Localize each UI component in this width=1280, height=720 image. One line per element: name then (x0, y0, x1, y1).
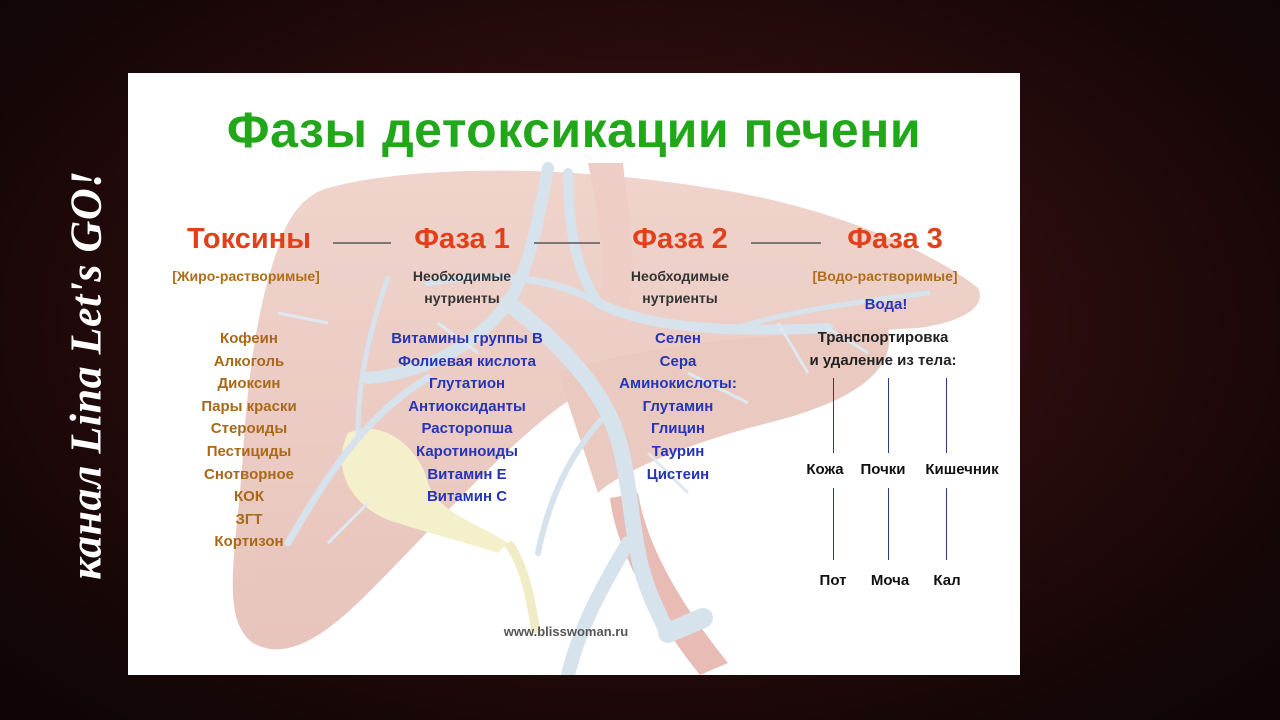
water-note: Вода! (864, 296, 908, 313)
list-item: Витамин С (426, 488, 508, 506)
phase3-subtitle: [Водо-растворимые] (812, 268, 958, 284)
organ-intestine: Кишечник (925, 461, 999, 478)
list-item: Пестициды (206, 442, 292, 460)
list-item: Глутамин (642, 397, 714, 415)
phase1-subtitle: Необходимые нутриенты (413, 265, 511, 309)
list-item: Кортизон (214, 533, 284, 551)
connector-line (888, 378, 889, 453)
connector-line (534, 242, 600, 244)
connector-line (946, 488, 947, 560)
phase1-list: Витамины группы В Фолиевая кислота Глута… (391, 328, 543, 509)
slide: Фазы детоксикации печени Токсины Фаза 1 … (128, 73, 1020, 675)
list-item: Пары краски (201, 397, 297, 415)
website-url: www.blisswoman.ru (503, 624, 629, 639)
phase2-subtitle-line2: нутриенты (642, 290, 718, 306)
list-item: Витамин Е (427, 465, 507, 483)
phase1-subtitle-line2: нутриенты (424, 290, 500, 306)
channel-caption: канал Lina Let's GO! (61, 170, 111, 580)
connector-line (833, 488, 834, 560)
list-item: Селен (655, 330, 701, 347)
liver-illustration (128, 73, 1020, 675)
phase2-subtitle: Необходимые нутриенты (631, 265, 729, 309)
list-item: Антиоксиданты (408, 397, 526, 415)
transport-text: Транспортировка и удаление из тела: (809, 327, 956, 372)
list-item: Глицин (650, 420, 705, 438)
list-item: Таурин (651, 442, 705, 460)
connector-line (751, 242, 821, 244)
organ-skin: Кожа (806, 461, 844, 478)
list-item: Расторопша (421, 420, 513, 438)
output-stool: Кал (933, 572, 961, 589)
list-item: Сера (659, 352, 697, 370)
list-item: Диоксин (217, 375, 281, 393)
list-item: Глутатион (428, 375, 506, 393)
connector-line (946, 378, 947, 453)
transport-line1: Транспортировка (817, 329, 949, 346)
list-item: Стероиды (210, 420, 288, 438)
heading-phase3: Фаза 3 (847, 223, 943, 255)
list-item: Алкоголь (213, 352, 285, 370)
phase1-subtitle-line1: Необходимые (412, 268, 512, 284)
connector-line (833, 378, 834, 453)
heading-phase1: Фаза 1 (414, 223, 510, 255)
transport-line2: и удаление из тела: (809, 351, 957, 369)
heading-toxins: Токсины (187, 223, 311, 255)
connector-line (888, 488, 889, 560)
output-urine: Моча (870, 572, 910, 589)
output-sweat: Пот (819, 572, 847, 589)
list-item: Кофеин (220, 330, 278, 347)
list-item: Витамины группы В (391, 330, 543, 347)
toxins-list: Кофеин Алкоголь Диоксин Пары краски Стер… (201, 328, 296, 554)
list-item: Фолиевая кислота (398, 352, 536, 370)
list-item: Каротиноиды (416, 442, 518, 460)
organ-kidneys: Почки (860, 461, 906, 478)
page-title: Фазы детоксикации печени (226, 102, 922, 158)
list-item: КОК (234, 488, 264, 506)
list-item: ЗГТ (235, 510, 263, 528)
heading-phase2: Фаза 2 (632, 223, 728, 255)
list-item: Снотворное (204, 465, 294, 483)
toxins-subtitle: [Жиро-растворимые] (172, 268, 320, 284)
list-item: Цистеин (646, 465, 710, 483)
phase2-subtitle-line1: Необходимые (630, 268, 730, 284)
connector-line (333, 242, 391, 244)
phase2-list: Селен Сера Аминокислоты: Глутамин Глицин… (619, 328, 737, 486)
list-item: Аминокислоты: (619, 375, 737, 393)
